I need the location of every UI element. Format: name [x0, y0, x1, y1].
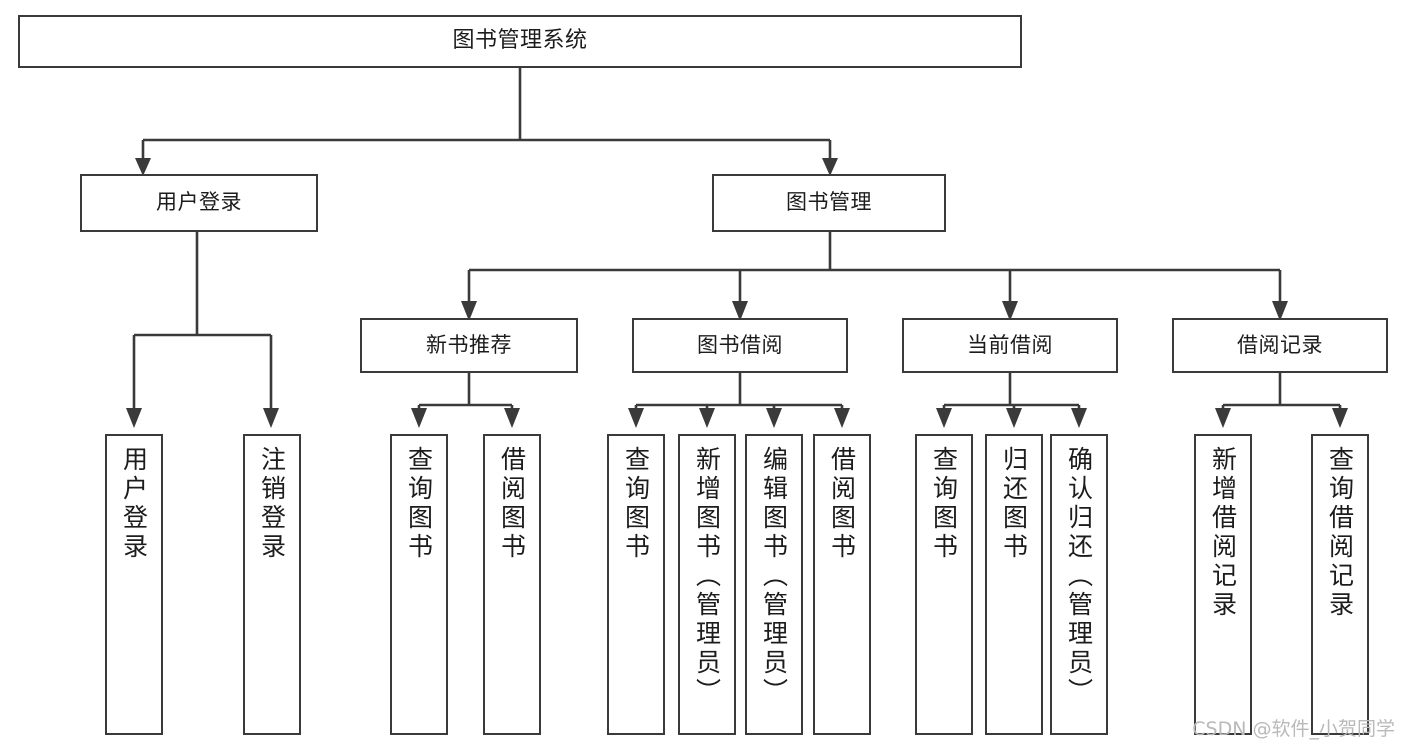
node-label: 查询图书 — [404, 446, 434, 562]
node-current-borrow[interactable]: 当前借阅 — [902, 318, 1118, 373]
node-label: 图书管理 — [786, 190, 872, 215]
node-label: 归还图书 — [999, 446, 1029, 562]
leaf-logout[interactable]: 注销登录 — [243, 434, 301, 735]
leaf-borrow-book[interactable]: 借阅图书 — [813, 434, 871, 735]
leaf-return-book[interactable]: 归还图书 — [985, 434, 1043, 735]
node-book-borrow[interactable]: 图书借阅 — [632, 318, 848, 373]
node-label: 用户登录 — [156, 190, 242, 215]
node-new-book-recommend[interactable]: 新书推荐 — [360, 318, 578, 373]
node-book-management[interactable]: 图书管理 — [712, 174, 946, 232]
node-label: 当前借阅 — [967, 332, 1053, 357]
node-label: 用户登录 — [119, 446, 149, 562]
node-label: 借阅图书 — [497, 446, 527, 562]
node-label: 新增图书（管理员） — [692, 446, 722, 707]
leaf-query-book-borrow[interactable]: 查询图书 — [607, 434, 665, 735]
node-borrow-record[interactable]: 借阅记录 — [1172, 318, 1388, 373]
node-label: 编辑图书（管理员） — [759, 446, 789, 707]
node-label: 查询借阅记录 — [1325, 446, 1355, 620]
leaf-add-borrow-record[interactable]: 新增借阅记录 — [1194, 434, 1252, 735]
node-label: 查询图书 — [621, 446, 651, 562]
leaf-edit-book-admin[interactable]: 编辑图书（管理员） — [745, 434, 803, 735]
leaf-borrow-book-rec[interactable]: 借阅图书 — [483, 434, 541, 735]
leaf-user-login[interactable]: 用户登录 — [105, 434, 163, 735]
node-user-login[interactable]: 用户登录 — [80, 174, 318, 232]
node-label: 图书管理系统 — [452, 28, 588, 54]
node-label: 图书借阅 — [697, 332, 783, 357]
node-root[interactable]: 图书管理系统 — [18, 15, 1022, 68]
leaf-add-book-admin[interactable]: 新增图书（管理员） — [678, 434, 736, 735]
node-label: 查询图书 — [929, 446, 959, 562]
node-label: 借阅图书 — [827, 446, 857, 562]
node-label: 新增借阅记录 — [1208, 446, 1238, 620]
leaf-query-book-current[interactable]: 查询图书 — [915, 434, 973, 735]
leaf-query-borrow-record[interactable]: 查询借阅记录 — [1311, 434, 1369, 735]
node-label: 借阅记录 — [1237, 332, 1323, 357]
node-label: 确认归还（管理员） — [1064, 446, 1094, 707]
leaf-confirm-return-admin[interactable]: 确认归还（管理员） — [1050, 434, 1108, 735]
leaf-query-book-rec[interactable]: 查询图书 — [390, 434, 448, 735]
node-label: 注销登录 — [257, 446, 287, 562]
node-label: 新书推荐 — [426, 332, 512, 357]
